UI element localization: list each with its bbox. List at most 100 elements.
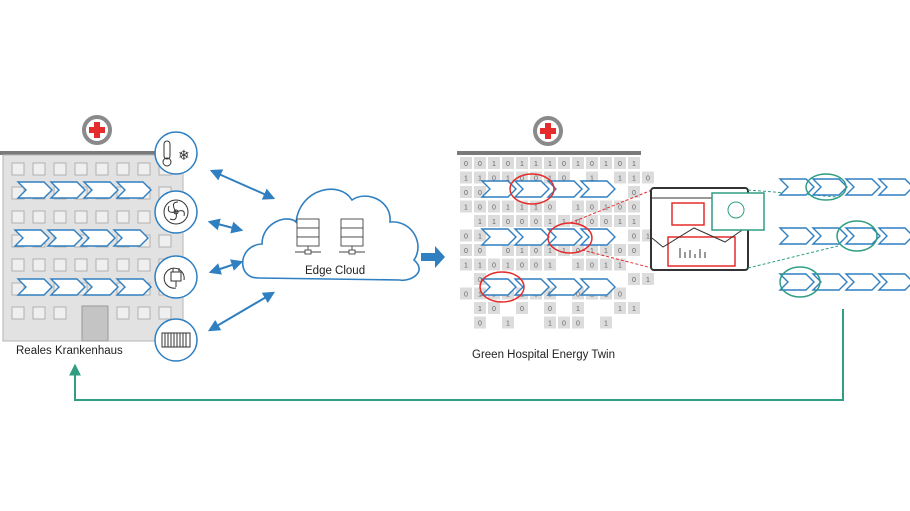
bit-cell [474,200,486,213]
window [32,162,46,176]
bit-value: 1 [618,219,622,226]
window [116,258,130,272]
bit-cell [572,157,584,169]
bit-value: 0 [478,277,482,284]
bit-value: 1 [478,234,482,241]
window [53,162,67,176]
window [53,258,67,272]
bit-value: 1 [576,306,580,313]
chevron [579,278,616,296]
bit-cell [516,258,528,271]
chevron [844,273,881,291]
window [11,210,25,224]
bit-value: 1 [520,205,524,212]
bit-value: 0 [492,306,496,313]
bit-value: 1 [548,161,552,168]
bit-cell [488,302,500,314]
bit-value: 0 [548,205,552,212]
bit-value: 0 [590,205,594,212]
bit-cell [600,244,612,256]
window [74,210,88,224]
bit-value: 1 [478,176,482,183]
bit-cell [474,316,486,329]
bit-value: 1 [492,161,496,168]
bit-cell [586,200,598,213]
bit-value: 0 [548,306,552,313]
bit-cell [628,273,640,285]
bit-value: 1 [506,321,510,328]
bit-cell [502,215,514,227]
window [116,306,130,320]
real-hospital-label: Reales Krankenhaus [16,345,123,357]
bit-value: 0 [618,248,622,255]
bit-cell [474,186,486,198]
chevron [844,227,881,245]
bit-value: 1 [604,263,608,270]
bit-cell [502,200,514,213]
chevron [877,273,910,291]
bit-value: 0 [632,234,636,241]
bit-cell [614,244,626,256]
bit-value: 1 [506,205,510,212]
radiator-icon [154,318,198,362]
bit-value: 1 [478,292,482,299]
bit-cell [530,157,542,169]
window [137,162,151,176]
chevron [480,228,517,246]
bit-cell [516,157,528,169]
bit-cell [600,258,612,271]
chevron [811,273,848,291]
chevron [877,178,910,196]
bit-value: 1 [478,219,482,226]
bit-cell [544,316,556,329]
window [11,258,25,272]
bit-cell [558,316,570,329]
flow-arrow-to-twin [421,246,445,268]
bit-value: 0 [492,263,496,270]
bit-cell [530,215,542,227]
chevron [579,180,616,198]
bit-cell [460,157,472,169]
bit-value: 0 [492,205,496,212]
bit-cell [474,258,486,271]
bit-value: 1 [548,263,552,270]
bit-value: 0 [576,321,580,328]
bit-value: 0 [632,277,636,284]
bit-value: 1 [520,161,524,168]
bit-value: 1 [562,219,566,226]
bit-value: 1 [576,263,580,270]
bit-value: 1 [464,263,468,270]
bit-value: 1 [618,176,622,183]
chevron [16,181,53,199]
chevron [115,278,152,296]
window [137,306,151,320]
chevron [13,229,50,247]
bit-value: 1 [590,248,594,255]
bit-value: 0 [618,161,622,168]
bit-cell [600,215,612,227]
bit-cell [614,258,626,271]
bit-cell [460,186,472,198]
chevron [49,181,86,199]
bit-cell [474,229,486,242]
bit-cell [614,287,626,300]
bit-cell [572,258,584,271]
window [11,306,25,320]
chevron [877,227,910,245]
twin-label: Green Hospital Energy Twin [472,349,615,361]
chevron-flows-real [13,181,152,296]
server-icon [295,218,365,255]
bit-value: 0 [534,248,538,255]
power-plug-icon [154,255,198,299]
chevron [546,228,583,246]
bit-cell [628,215,640,227]
bit-value: 0 [604,219,608,226]
bit-value: 0 [534,263,538,270]
chevron [480,278,517,296]
lightbulb-gear-icon [727,201,745,219]
bit-cell [628,171,640,184]
thermometer-snowflake-icon [154,131,198,175]
bit-cell [474,157,486,169]
bit-value: 0 [562,161,566,168]
chevron [46,229,83,247]
